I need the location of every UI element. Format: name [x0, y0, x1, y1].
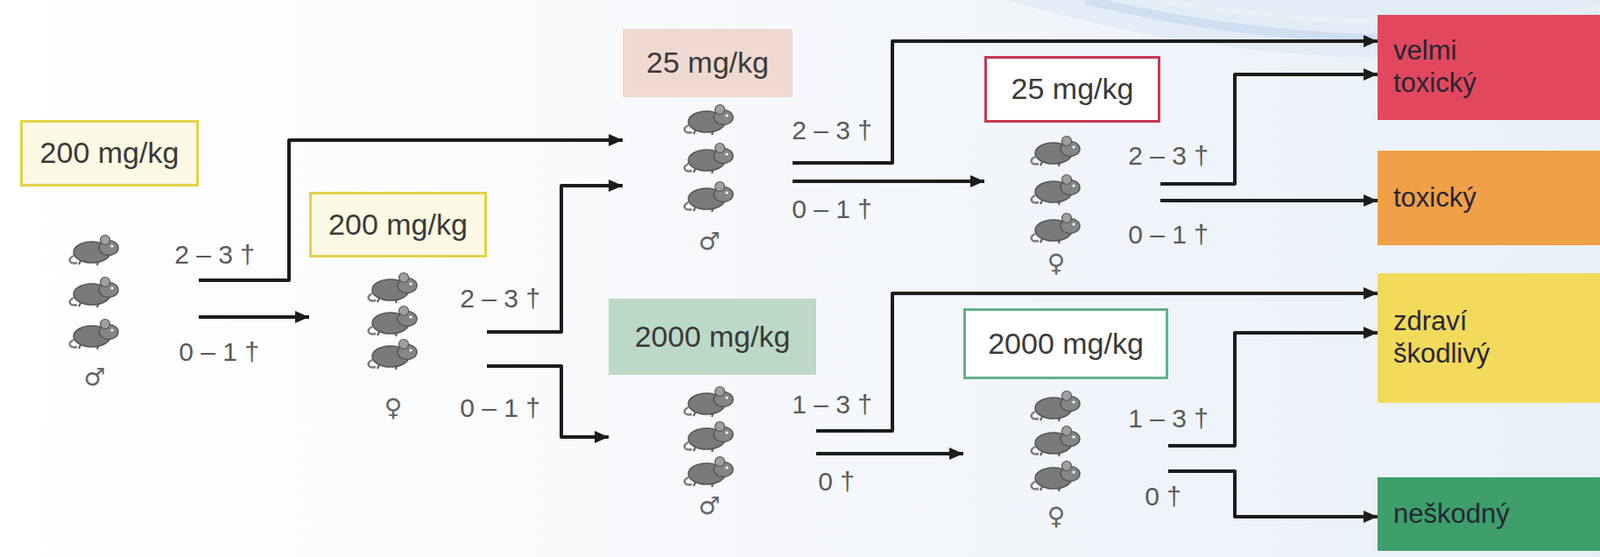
- toxicity-class-box: neškodný: [1377, 477, 1600, 551]
- toxicity-class-box: zdraví škodlivý: [1377, 273, 1600, 403]
- sex-symbol: ♀: [1047, 502, 1066, 531]
- sex-symbol: ♀: [384, 394, 403, 423]
- flow-arrow: [792, 179, 985, 184]
- death-count: 0 – 1 †: [459, 393, 541, 424]
- flow-arrow: [816, 451, 964, 456]
- dose-box: 200 mg/kg: [309, 191, 487, 258]
- death-count: 2 – 3 †: [459, 283, 541, 315]
- dose-group: 200 mg/kg: [20, 119, 199, 390]
- death-count: 1 – 3 †: [1127, 403, 1209, 435]
- flow-arrow: [198, 315, 310, 319]
- sex-symbol: ♂: [697, 492, 720, 521]
- dose-box: 25 mg/kg: [622, 28, 793, 98]
- dose-box: 200 mg/kg: [20, 119, 199, 187]
- dose-group: 2000 mg/kg: [608, 298, 817, 519]
- class-label: toxický: [1393, 182, 1477, 215]
- flow-arrow: [792, 41, 1378, 163]
- rat-icons: [70, 105, 1080, 493]
- sex-symbol: ♀: [1047, 249, 1066, 278]
- dose-box: 2000 mg/kg: [608, 298, 817, 375]
- death-count: 2 – 3 †: [791, 115, 873, 147]
- flow-arrow: [1160, 198, 1378, 203]
- death-count: 2 – 3 †: [174, 239, 255, 271]
- class-label: zdraví škodlivý: [1393, 305, 1534, 370]
- dose-group: 25 mg/kg: [622, 28, 793, 253]
- flow-arrow: [1168, 471, 1378, 517]
- death-count: 0 †: [1144, 481, 1182, 513]
- death-count: 0 †: [817, 466, 855, 498]
- sex-symbol: ♂: [83, 363, 106, 392]
- class-label: neškodný: [1393, 498, 1510, 531]
- toxicity-class-box: velmi toxický: [1377, 14, 1600, 120]
- dose-box: 2000 mg/kg: [963, 308, 1169, 380]
- death-count: 0 – 1 †: [178, 337, 260, 368]
- sex-symbol: ♂: [697, 227, 720, 256]
- class-label: velmi toxický: [1393, 35, 1534, 99]
- death-count: 0 – 1 †: [791, 194, 873, 226]
- death-count: 1 – 3 †: [791, 389, 873, 421]
- death-count: 2 – 3 †: [1127, 140, 1209, 172]
- toxicity-class-box: toxický: [1377, 150, 1600, 246]
- dose-box: 25 mg/kg: [984, 56, 1161, 123]
- death-count: 0 – 1 †: [1127, 219, 1209, 251]
- flow-arrow: [198, 140, 623, 281]
- flow-arrow: [816, 293, 1378, 431]
